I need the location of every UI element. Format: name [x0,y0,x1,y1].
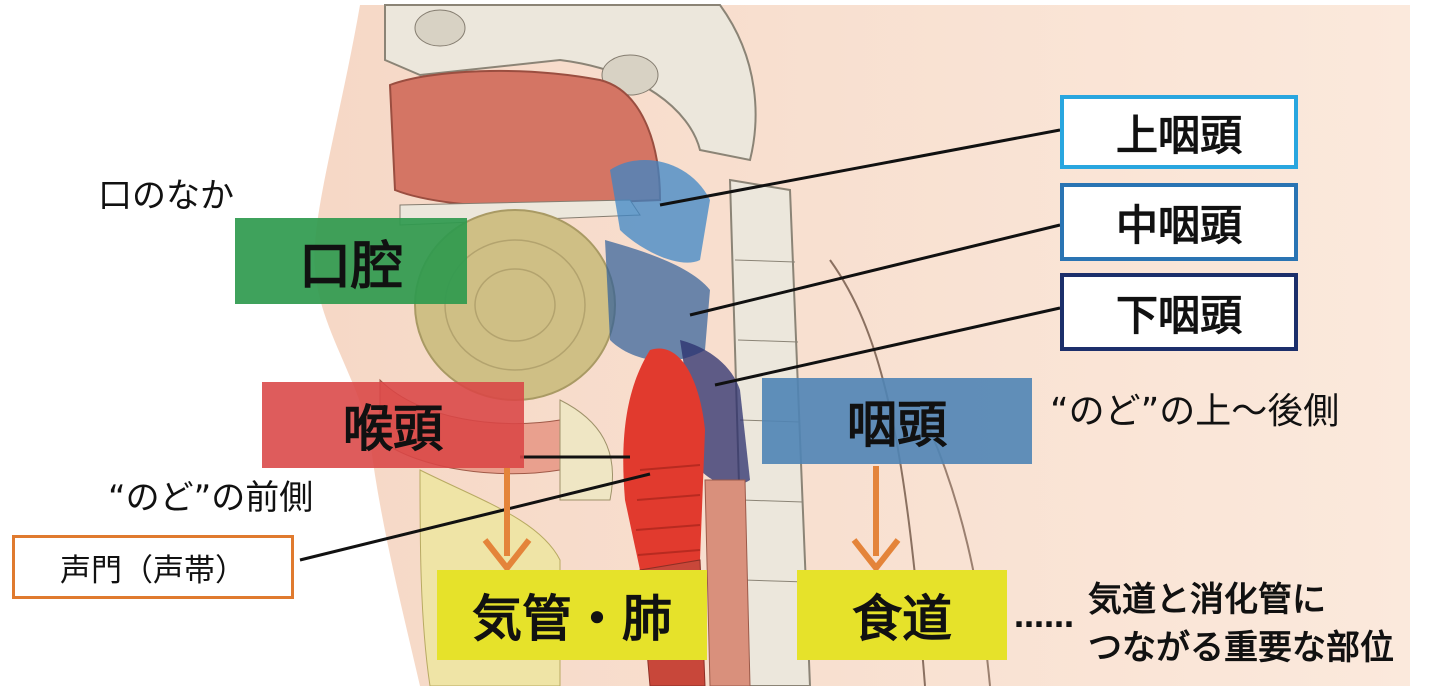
oral-cavity-label: 口腔 [299,224,403,299]
hypopharynx-label: 下咽頭 [1116,282,1242,343]
pharynx-note: “のど”の上～後側 [1050,382,1339,434]
trachea-lung-label: 気管・肺 [472,579,672,651]
arrow-down-icon [854,466,898,568]
mesopharynx-label: 中咽頭 [1116,192,1242,253]
larynx-label: 喉頭 [343,389,443,461]
oral-cavity-note: 口のなか [98,168,234,217]
esophagus-label: 食道 [852,579,952,651]
pharynx-box: 咽頭 [762,378,1032,464]
glottis-box: 声門（声帯） [12,535,294,599]
pharynx-label: 咽頭 [847,385,947,457]
larynx-box: 喉頭 [262,382,524,468]
arrow-down-icon [485,468,529,568]
glottis-label: 声門（声帯） [60,545,246,590]
epipharynx-box: 上咽頭 [1060,95,1298,169]
mesopharynx-box: 中咽頭 [1060,183,1298,261]
mesopharynx-leader [690,225,1060,315]
epipharynx-label: 上咽頭 [1116,102,1242,163]
ellipsis-dots: …… [1014,600,1074,635]
esophagus-box: 食道 [797,570,1007,660]
trachea-lung-box: 気管・肺 [437,570,707,660]
oral-cavity-box: 口腔 [235,218,467,304]
hypopharynx-leader [715,308,1060,385]
glottis-leader [300,474,650,560]
hypopharynx-box: 下咽頭 [1060,273,1298,351]
note-line-1: 気道と消化管に [1088,572,1326,621]
larynx-note: “のど”の前側 [108,470,313,519]
epipharynx-leader [660,130,1060,205]
note-line-2: つながる重要な部位 [1088,620,1394,669]
